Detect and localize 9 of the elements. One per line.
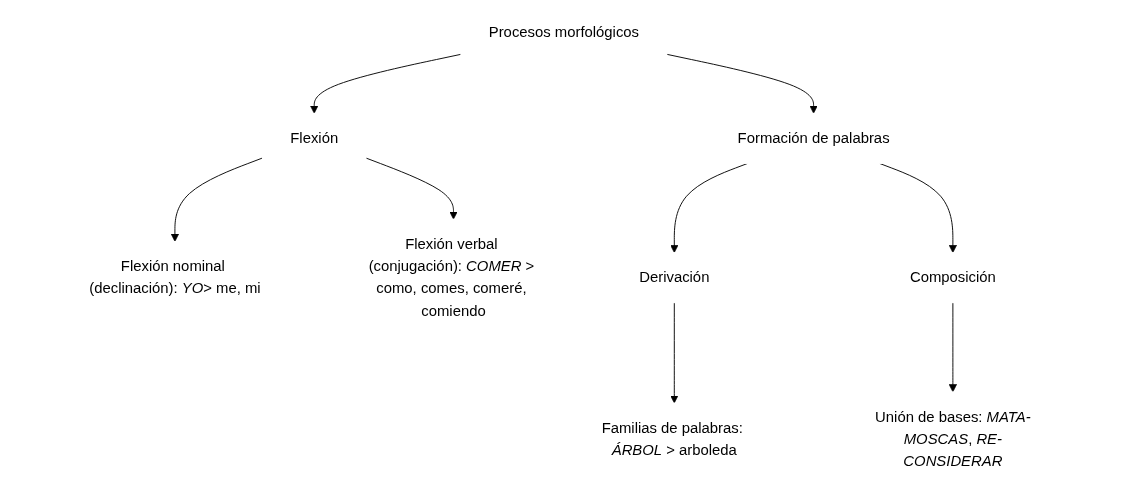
node-text: Familias de palabras: ÁRBOL > arboleda [601,419,743,458]
node-text: Composición [909,269,996,286]
node-text: Derivación [638,269,709,286]
node-text: Flexión nominal (declinación): YO> me, mi [88,258,261,297]
node-text: Formación de palabras [737,130,890,146]
node-text: Flexión [289,130,338,146]
node-text: Flexión verbal (conjugación): COMER > como, comes, comeré, comiendo [368,235,534,319]
node-text: Unión de bases: MATA-MOSCAS, RE-CONSIDERAR [874,408,1031,469]
node-text: Procesos morfológicos [488,24,639,40]
